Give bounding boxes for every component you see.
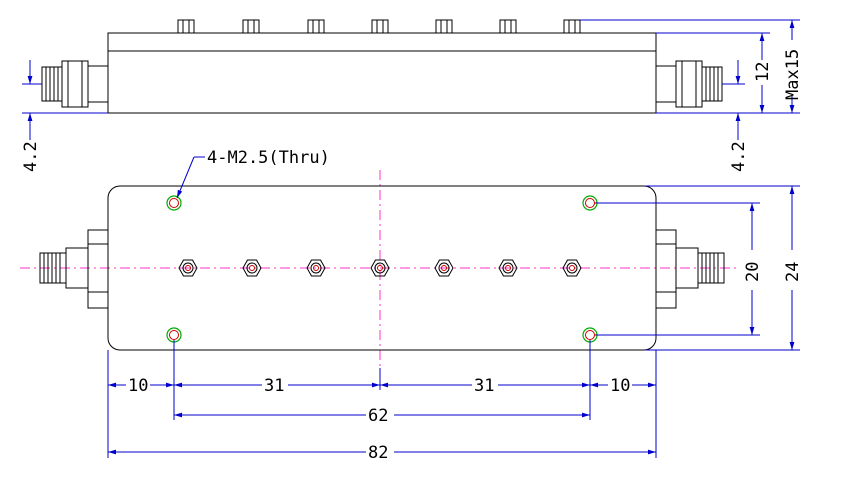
mounting-hole [582, 327, 598, 343]
tuning-screw-top [370, 259, 390, 277]
side-view-tuning-screws [177, 19, 581, 34]
dim-10-right-label: 10 [610, 376, 630, 396]
mounting-hole [166, 327, 182, 343]
dim-82-label: 82 [368, 443, 388, 463]
dim-62: 62 [174, 406, 590, 426]
dim-4-2-left-label: 4.2 [21, 141, 41, 172]
tuning-screw-side [435, 19, 453, 34]
tuning-screw-top [306, 259, 326, 277]
dim-max15-label: Max15 [783, 49, 803, 100]
dim-12: 12 [656, 32, 773, 114]
tuning-screw-side [307, 19, 325, 34]
tuning-screw-top [178, 259, 198, 277]
dim-62-label: 62 [368, 406, 388, 426]
dim-31-left-label: 31 [264, 376, 284, 396]
tuning-screw-side [371, 19, 389, 34]
hole-callout: 4-M2.5(Thru) [176, 148, 330, 199]
dim-20: 20 [595, 202, 763, 336]
dim-max15: Max15 [580, 19, 803, 114]
dim-24: 24 [645, 185, 803, 351]
dim-12-label: 12 [753, 62, 773, 82]
mounting-hole [166, 195, 182, 211]
top-view-connector-right [655, 229, 725, 309]
hole-callout-label: 4-M2.5(Thru) [207, 148, 330, 168]
dim-82: 82 [108, 443, 656, 463]
dim-4-2-left: 4.2 [21, 60, 108, 172]
side-view-connector-left [41, 60, 109, 108]
side-view-body [107, 32, 657, 114]
top-view-tuning-screws [178, 259, 582, 277]
tuning-screw-top [562, 259, 582, 277]
side-view: 4.2 4.2 12 Max15 [21, 19, 803, 172]
dim-24-label: 24 [783, 262, 803, 282]
top-view-connector-left [39, 229, 109, 309]
dim-20-label: 20 [743, 262, 763, 282]
tuning-screw-side [563, 19, 581, 34]
tuning-screw-top [242, 259, 262, 277]
tuning-screw-top [498, 259, 518, 277]
side-view-connector-right [655, 60, 723, 108]
tuning-screw-side [499, 19, 517, 34]
dim-10-left-label: 10 [128, 376, 148, 396]
mounting-hole [582, 195, 598, 211]
dim-31-right-label: 31 [474, 376, 494, 396]
dim-4-2-right-label: 4.2 [729, 141, 749, 172]
top-view: 4-M2.5(Thru) 20 24 [20, 148, 803, 463]
extension-lines [107, 340, 657, 458]
dim-row-segments: 10 31 31 10 [108, 376, 656, 396]
tuning-screw-top [434, 259, 454, 277]
tuning-screw-side [242, 19, 260, 34]
tuning-screw-side [177, 19, 195, 34]
